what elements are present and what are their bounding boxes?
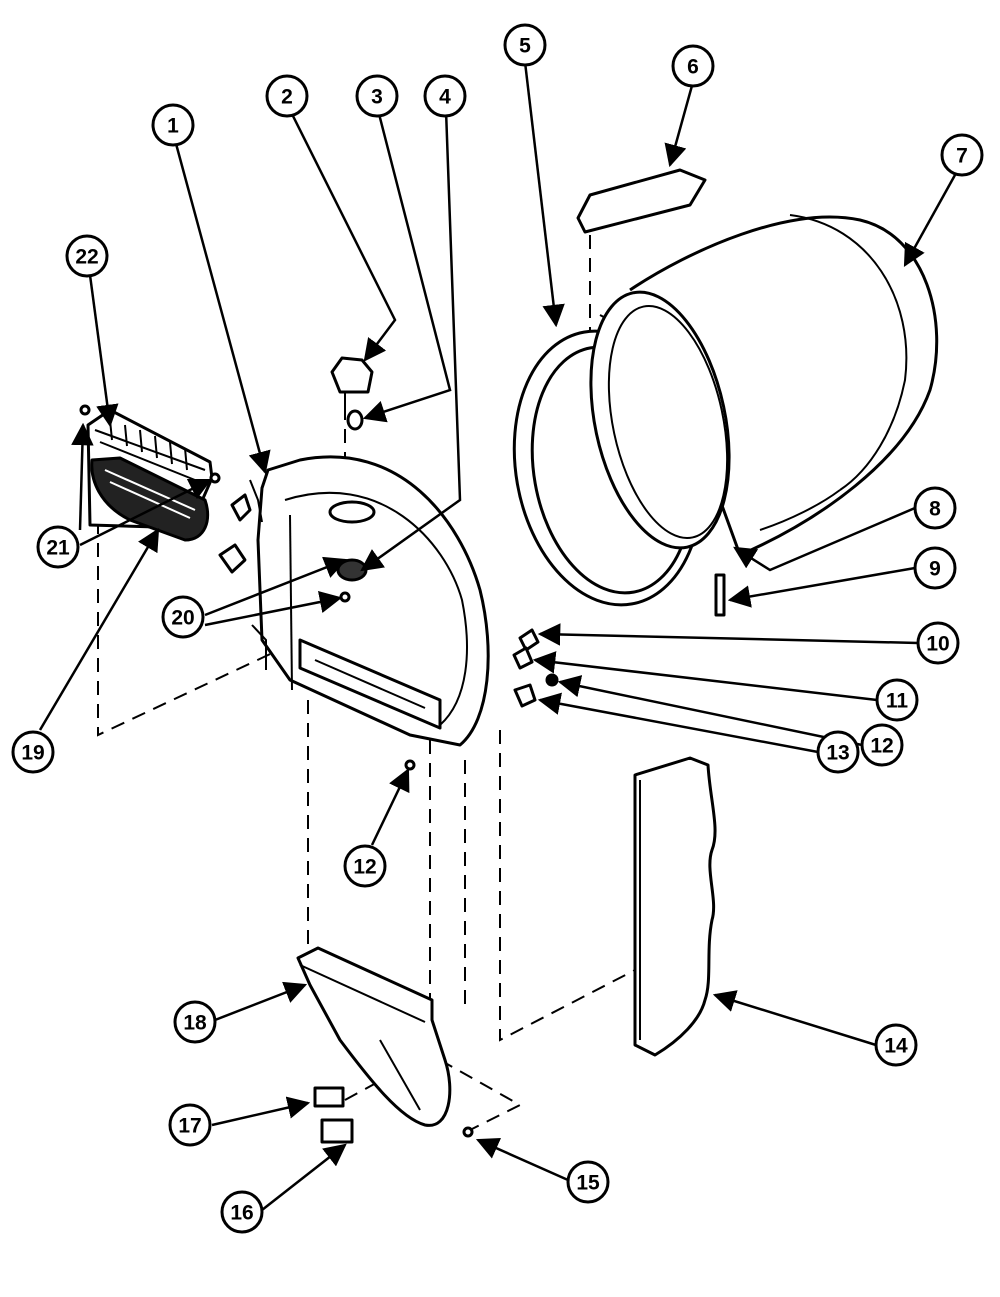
callout-number: 4 xyxy=(439,86,451,109)
callout-number: 13 xyxy=(826,742,849,765)
callout-number: 17 xyxy=(178,1115,201,1138)
callout-number: 12 xyxy=(870,735,893,758)
callout-circle xyxy=(65,234,109,278)
clips-20 xyxy=(218,493,351,603)
callout-number: 5 xyxy=(519,35,531,58)
callout-circle xyxy=(566,1160,610,1204)
callout-number: 22 xyxy=(75,246,98,269)
callout-circle xyxy=(168,1103,212,1147)
screws-21 xyxy=(79,404,221,484)
callout-19: 19 xyxy=(11,730,55,774)
callout-circle xyxy=(355,74,399,118)
callout-number: 10 xyxy=(926,633,949,656)
callout-number: 14 xyxy=(884,1035,908,1058)
side-panel xyxy=(633,756,717,1057)
callout-6: 6 xyxy=(671,44,715,88)
bulb xyxy=(346,409,364,431)
callout-number: 7 xyxy=(956,145,968,168)
callout-13: 13 xyxy=(816,730,860,774)
callout-circle xyxy=(220,1190,264,1234)
callout-circle xyxy=(265,74,309,118)
callout-circle xyxy=(913,486,957,530)
exhaust-duct xyxy=(296,946,452,1127)
callout-circle xyxy=(816,730,860,774)
callout-4: 4 xyxy=(423,74,467,118)
callout-number: 20 xyxy=(171,607,194,630)
callout-14: 14 xyxy=(874,1023,918,1067)
callout-number: 16 xyxy=(230,1202,253,1225)
callout-circle xyxy=(913,546,957,590)
drum xyxy=(589,214,939,557)
callout-circle xyxy=(860,723,904,767)
callout-circle xyxy=(343,844,387,888)
callout-7: 7 xyxy=(940,133,984,177)
callout-number: 3 xyxy=(371,86,383,109)
callout-5: 5 xyxy=(503,23,547,67)
callout-18: 18 xyxy=(173,1000,217,1044)
hardware-10-13 xyxy=(404,628,559,771)
callout-number: 1 xyxy=(167,115,179,138)
callout-22: 22 xyxy=(65,234,109,278)
drum-rollers-9 xyxy=(714,573,726,617)
callout-number: 2 xyxy=(281,86,293,109)
callout-circle xyxy=(916,621,960,665)
drum-baffle xyxy=(576,168,707,234)
callout-number: 15 xyxy=(576,1172,600,1195)
callout-circle xyxy=(161,595,205,639)
callout-circle xyxy=(874,1023,918,1067)
bulb-socket xyxy=(330,356,374,410)
callout-21: 21 xyxy=(36,525,80,569)
callout-circle xyxy=(875,678,919,722)
callout-17: 17 xyxy=(168,1103,212,1147)
callout-12a: 12 xyxy=(860,723,904,767)
front-bulkhead xyxy=(249,455,490,747)
callout-2: 2 xyxy=(265,74,309,118)
callout-circle xyxy=(11,730,55,774)
callout-number: 19 xyxy=(21,742,44,765)
callout-20: 20 xyxy=(161,595,205,639)
callout-circle xyxy=(36,525,80,569)
callout-1: 1 xyxy=(151,103,195,147)
callout-number: 8 xyxy=(929,498,941,521)
lint-filter xyxy=(90,456,210,542)
callout-circle xyxy=(423,74,467,118)
callout-number: 9 xyxy=(929,558,941,581)
duct-hardware xyxy=(313,1086,474,1144)
callout-8: 8 xyxy=(913,486,957,530)
callout-circle xyxy=(503,23,547,67)
callout-number: 11 xyxy=(886,690,909,713)
callout-circle xyxy=(671,44,715,88)
callout-9: 9 xyxy=(913,546,957,590)
callout-circle xyxy=(173,1000,217,1044)
leader-lines xyxy=(38,61,957,1211)
callout-16: 16 xyxy=(220,1190,264,1234)
callout-circle xyxy=(151,103,195,147)
callout-circle xyxy=(940,133,984,177)
callout-number: 6 xyxy=(687,56,699,79)
callout-12b: 12 xyxy=(343,844,387,888)
callout-10: 10 xyxy=(916,621,960,665)
callout-number: 12 xyxy=(353,856,376,879)
callout-3: 3 xyxy=(355,74,399,118)
callout-15: 15 xyxy=(566,1160,610,1204)
callout-11: 11 xyxy=(875,678,919,722)
callout-number: 21 xyxy=(46,537,70,560)
callout-number: 18 xyxy=(183,1012,207,1035)
